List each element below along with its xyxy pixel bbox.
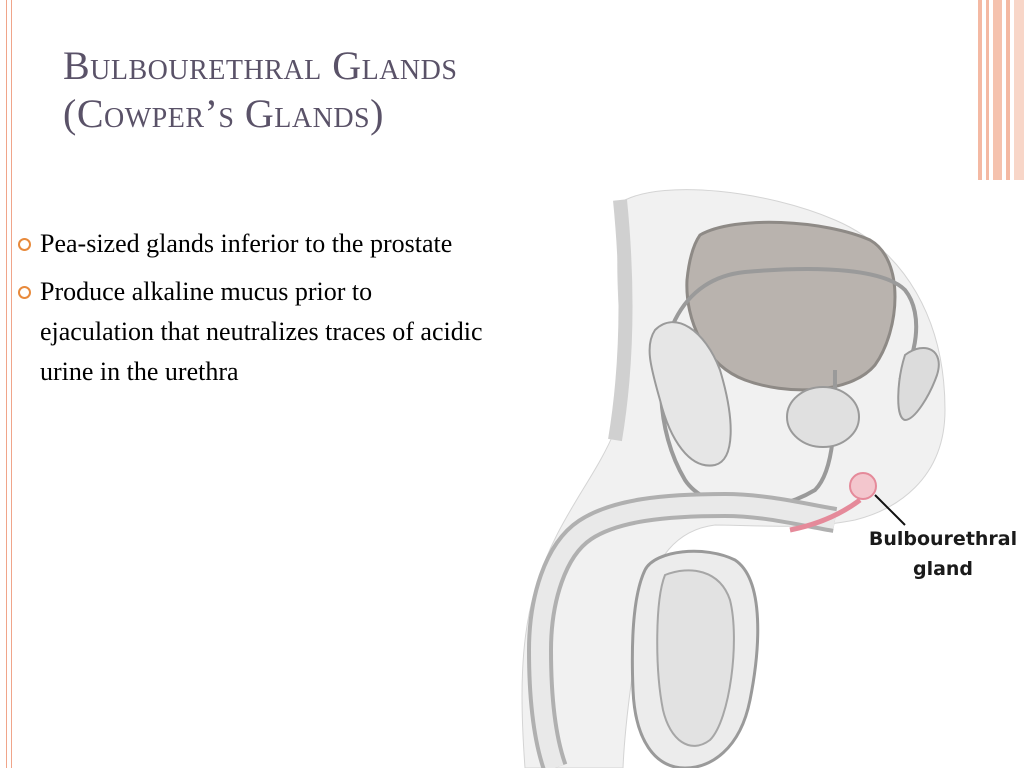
- right-accent-bars: [978, 0, 1024, 180]
- bladder-shape: [685, 220, 897, 392]
- left-accent-line: [11, 0, 12, 768]
- bullet-circle-icon: [18, 286, 31, 299]
- rectum-shape: [608, 199, 633, 442]
- bullet-item: Produce alkaline mucus prior to ejaculat…: [18, 272, 488, 392]
- left-accent-line: [6, 0, 7, 768]
- corpus-shape: [530, 495, 837, 768]
- bullet-list: Pea-sized glands inferior to the prostat…: [18, 224, 488, 400]
- slide-title: Bulbourethral Glands (Cowper’s Glands): [63, 42, 457, 138]
- callout-line: [874, 494, 906, 526]
- testis-shape: [656, 569, 735, 747]
- bulbourethral-gland-highlight: [849, 472, 877, 500]
- figure-label-line-2: gland: [912, 558, 974, 580]
- figure-label-line-1: Bulbourethral: [868, 528, 1018, 550]
- bullet-text: Pea-sized glands inferior to the prostat…: [40, 229, 453, 258]
- figure-label: Bulbourethral gland: [858, 524, 1024, 584]
- male-reproductive-diagram: [521, 189, 946, 768]
- title-line-2: (Cowper’s Glands): [63, 91, 384, 136]
- bullet-item: Pea-sized glands inferior to the prostat…: [18, 224, 488, 264]
- bullet-text: Produce alkaline mucus prior to ejaculat…: [40, 277, 483, 386]
- anatomy-illustration: [505, 180, 1024, 768]
- pubic-bone-shape: [648, 321, 732, 467]
- seminal-vesicle-shape: [897, 346, 940, 422]
- title-line-1: Bulbourethral Glands: [63, 43, 458, 88]
- gland-duct-shape: [789, 497, 862, 533]
- prostate-shape: [786, 386, 860, 448]
- bullet-circle-icon: [18, 238, 31, 251]
